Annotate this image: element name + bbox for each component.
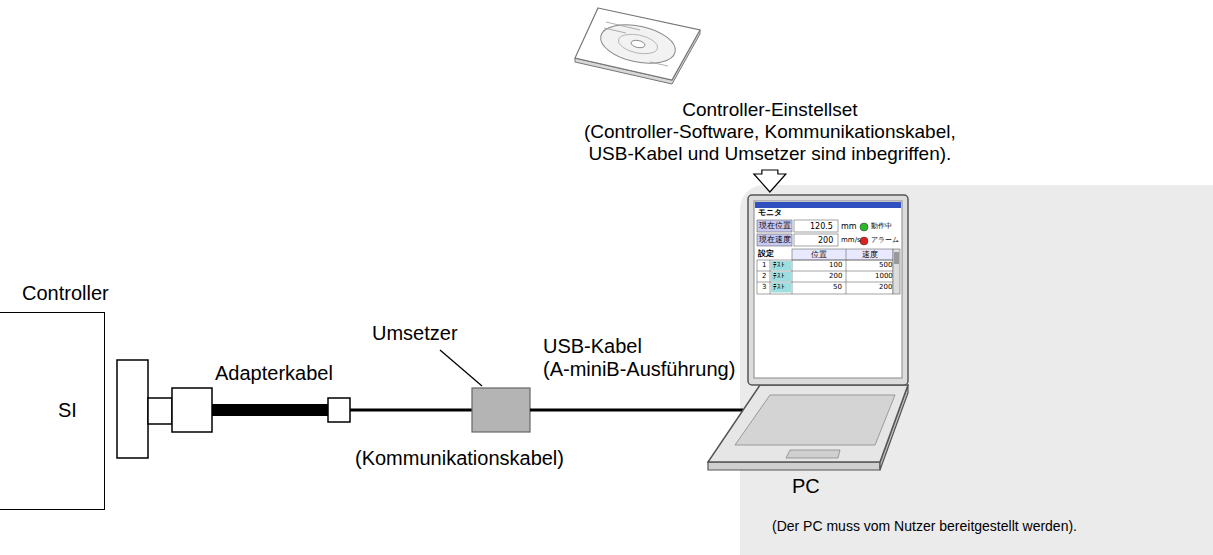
- part-label: Adapterkabel: [215, 362, 333, 385]
- usb-cable: [530, 409, 743, 412]
- screen-text: 1: [762, 262, 766, 269]
- screen-text: アラーム: [871, 237, 899, 244]
- part-label: (Kommunikationskabel): [355, 447, 564, 470]
- screen-text: 設定: [758, 250, 774, 258]
- screen-text: ﾃｽﾄ: [773, 284, 785, 291]
- screen-text: 現在速度: [759, 236, 791, 244]
- screen-text: 200: [818, 237, 833, 245]
- cd-case: [575, 8, 700, 84]
- kit-description: Controller-Einstellset (Controller-Softw…: [584, 99, 956, 165]
- screen-text: 100: [829, 262, 842, 269]
- screen-text: 1000: [875, 273, 893, 280]
- screen-text: ﾃｽﾄ: [773, 273, 785, 280]
- part-label: Umsetzer: [372, 322, 458, 345]
- screen-text: 50: [833, 284, 842, 291]
- screen-text: ﾃｽﾄ: [773, 262, 785, 269]
- leader-line: [440, 350, 482, 386]
- screen-text: mm/s: [841, 237, 861, 244]
- pc-panel: [740, 185, 1213, 555]
- cable-joint: [328, 398, 350, 422]
- screen-text: 速度: [862, 251, 878, 259]
- converter-box: [472, 388, 530, 432]
- screen-text: 200: [879, 284, 892, 291]
- screen-text: 動作中: [871, 223, 892, 230]
- part-label: USB-Kabel (A-miniB-Ausführung): [543, 335, 735, 381]
- screen-text: 2: [762, 273, 766, 280]
- controller-housing: ControllerSI: [0, 312, 105, 510]
- screen-text: 3: [762, 284, 766, 291]
- screen-text: 現在位置: [759, 222, 791, 230]
- communication-cable: [350, 409, 472, 412]
- laptop: [708, 195, 908, 470]
- supply-arrow: [754, 170, 786, 192]
- screen-text: 位置: [811, 251, 827, 259]
- adapter-plug: [172, 388, 212, 432]
- screen-text: 120.5: [810, 223, 833, 231]
- pc-note: (Der PC muss vom Nutzer bereitgestellt w…: [772, 518, 1077, 534]
- screen-text: 200: [829, 273, 842, 280]
- screen-text: モニタ: [758, 209, 782, 217]
- screen-text: mm: [841, 223, 857, 231]
- adapter-cable: [212, 404, 330, 416]
- controller-label: Controller: [22, 282, 109, 305]
- si-connector: [117, 360, 148, 458]
- kit-caption: Controller-Einstellset (Controller-Softw…: [578, 97, 962, 167]
- screen-text: 500: [879, 262, 892, 269]
- pc-label: PC: [792, 475, 820, 498]
- plug-nose: [148, 398, 172, 424]
- si-label: SI: [58, 399, 77, 422]
